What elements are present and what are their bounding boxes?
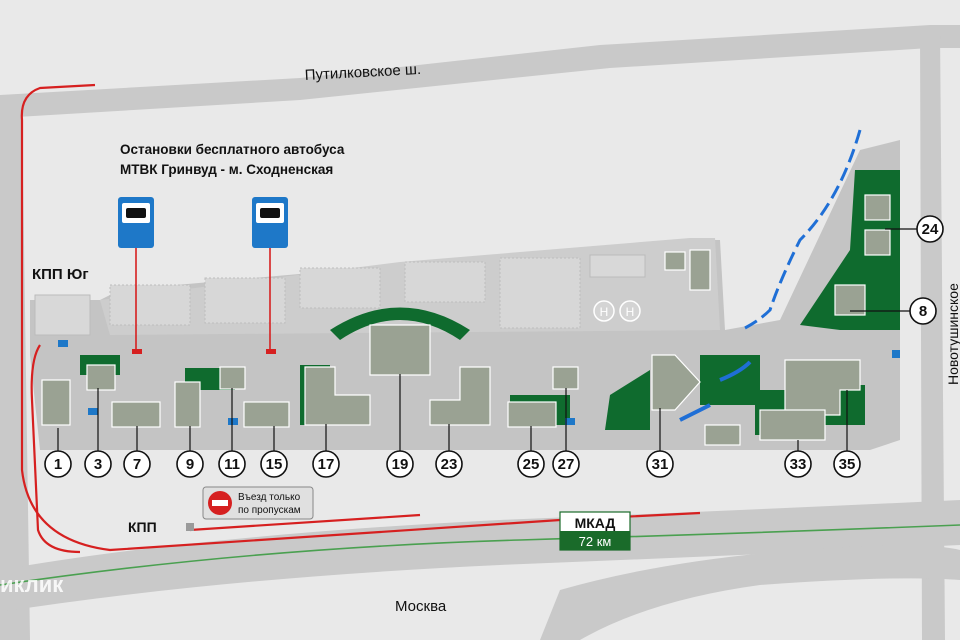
building-marker-25[interactable]: 25 <box>517 426 545 478</box>
building-number-label: 25 <box>523 456 540 473</box>
building-number-circle <box>784 450 812 478</box>
putilkovskoe-road <box>0 25 960 118</box>
mkad-km-label: 72 км <box>579 534 612 549</box>
access-route <box>20 83 701 554</box>
storage-tanks <box>589 254 646 278</box>
building-number-circle <box>123 450 151 478</box>
building-marker-11[interactable]: 11 <box>218 388 246 478</box>
building-number-label: 19 <box>392 456 409 473</box>
checkpoint-south-label: КПП Юг <box>32 266 89 283</box>
building-number-label: 33 <box>790 456 807 473</box>
building-marker-7[interactable]: 7 <box>123 426 151 478</box>
building-marker-27[interactable]: 27 <box>552 388 580 478</box>
bus-icon <box>260 208 280 218</box>
building-number-label: 8 <box>919 303 927 320</box>
mkad-road <box>0 500 960 612</box>
mkad-label: МКАД <box>575 515 616 531</box>
building-number-circle <box>909 297 937 325</box>
mkad-badge: МКАД 72 км <box>559 511 631 551</box>
water-stream <box>679 129 862 422</box>
building-number-circle <box>517 450 545 478</box>
bus-stops-title-line2: МТВК Гринвуд - м. Сходненская <box>120 162 333 177</box>
entry-sign-line2: по пропускам <box>238 505 301 516</box>
building-number-label: 35 <box>839 456 856 473</box>
building-number-label: 31 <box>652 456 669 473</box>
entry-restriction-sign: Въезд только по пропускам <box>202 486 314 520</box>
building-number-label: 3 <box>94 456 102 473</box>
parking-markers <box>58 340 900 425</box>
bus-stop-sign-2[interactable] <box>252 197 288 354</box>
parking-lots <box>109 257 581 329</box>
checkpoint-main-label: КПП <box>128 519 157 535</box>
helipads: H H <box>593 300 641 322</box>
building-marker-33[interactable]: 33 <box>784 440 812 478</box>
building-marker-1[interactable]: 1 <box>44 428 72 478</box>
building-number-label: 9 <box>186 456 194 473</box>
building-number-circle <box>916 215 944 243</box>
building-number-label: 27 <box>558 456 575 473</box>
building-marker-15[interactable]: 15 <box>260 426 288 478</box>
building-number-label: 15 <box>266 456 283 473</box>
novotushinskoe-road <box>920 30 945 640</box>
building-marker-23[interactable]: 23 <box>435 424 463 478</box>
building-number-circle <box>833 450 861 478</box>
checkpoint-main-marker <box>186 523 194 531</box>
building-number-circle <box>260 450 288 478</box>
building-marker-31[interactable]: 31 <box>646 408 674 478</box>
building-number-circle <box>84 450 112 478</box>
building-number-circle <box>646 450 674 478</box>
mkad-median <box>0 524 960 586</box>
building-number-circle <box>435 450 463 478</box>
moscow-label: Москва <box>395 598 447 615</box>
entry-sign-line1: Въезд только <box>238 492 301 503</box>
building-marker-19[interactable]: 19 <box>386 374 414 478</box>
bus-stops-title-line1: Остановки бесплатного автобуса <box>120 142 345 157</box>
putilkovskoe-road-label: Путилковское ш. <box>304 61 421 84</box>
building-marker-8[interactable]: 8 <box>850 297 937 325</box>
building-number-circle <box>386 450 414 478</box>
building-shapes <box>41 194 891 446</box>
building-number-label: 17 <box>318 456 335 473</box>
building-marker-3[interactable]: 3 <box>84 388 112 478</box>
building-marker-9[interactable]: 9 <box>176 426 204 478</box>
helipad-letter-1: H <box>600 305 609 319</box>
building-number-circle <box>44 450 72 478</box>
bus-stop-sign-1[interactable] <box>118 197 154 354</box>
building-number-circle <box>218 450 246 478</box>
mkad-ramp <box>540 545 960 640</box>
building-markers: 1 3 7 9 11 15 17 19 23 25 27 31 33 35 24 8 <box>44 215 944 478</box>
building-number-label: 23 <box>441 456 458 473</box>
building-number-circle <box>552 450 580 478</box>
helipad-letter-2: H <box>626 305 635 319</box>
building-marker-24[interactable]: 24 <box>885 215 944 243</box>
novotushinskoe-road-label: Новотушинское <box>945 283 960 385</box>
building-number-circle <box>312 450 340 478</box>
building-number-label: 7 <box>133 456 141 473</box>
building-marker-17[interactable]: 17 <box>312 424 340 478</box>
bus-icon <box>126 208 146 218</box>
building-number-label: 24 <box>922 221 939 238</box>
building-number-label: 11 <box>224 456 240 473</box>
building-marker-35[interactable]: 35 <box>833 390 861 478</box>
watermark-text: иклик <box>0 572 64 597</box>
building-number-label: 1 <box>54 456 62 473</box>
building-number-circle <box>176 450 204 478</box>
checkpoint-south-building <box>34 294 91 336</box>
